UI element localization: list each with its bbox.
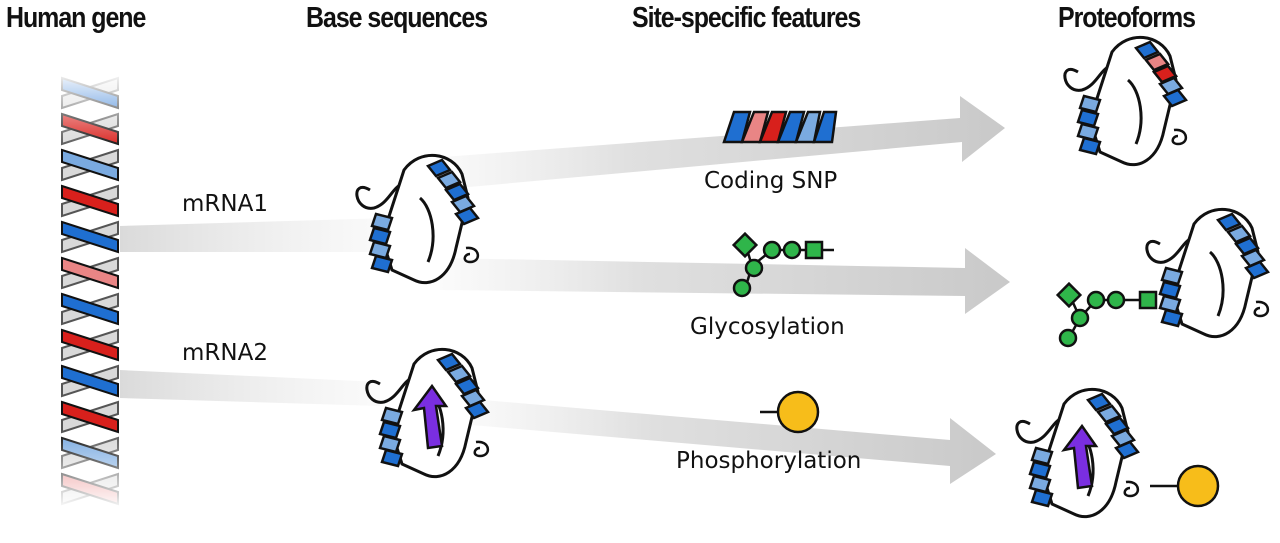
proteoform-phosphorylated	[1015, 387, 1140, 519]
arrow-mrna2	[120, 370, 380, 406]
beta-strand-arrow	[411, 383, 449, 450]
arrow-mrna1	[120, 218, 390, 252]
label-coding-snp: Coding SNP	[704, 168, 838, 194]
arrow-to-glyco-proteoform	[440, 248, 1010, 314]
glycan-chain-icon	[731, 231, 834, 298]
label-glycosylation: Glycosylation	[690, 314, 845, 340]
arrow-to-snp-proteoform	[430, 96, 1005, 190]
glycan-chain-icon	[1055, 281, 1158, 348]
proteoform-glycosylated	[1145, 207, 1270, 339]
phosphate-circle-icon	[760, 390, 820, 434]
arrow-to-phospho-proteoform	[460, 398, 996, 484]
label-mrna2: mRNA2	[182, 340, 268, 366]
label-phosphorylation: Phosphorylation	[676, 448, 862, 474]
protein-fold-icon	[365, 347, 490, 479]
phosphate-circle-icon	[1150, 464, 1220, 508]
helix-segment-icon	[722, 110, 838, 144]
double-helix-icon	[55, 70, 125, 510]
header-proteoforms: Proteoforms	[1058, 2, 1196, 34]
header-human-gene: Human gene	[6, 2, 146, 34]
label-mrna1: mRNA1	[182, 191, 268, 217]
header-base-sequences: Base sequences	[306, 2, 488, 34]
header-site-features: Site-specific features	[632, 2, 861, 34]
proteoform-snp	[1063, 35, 1188, 167]
